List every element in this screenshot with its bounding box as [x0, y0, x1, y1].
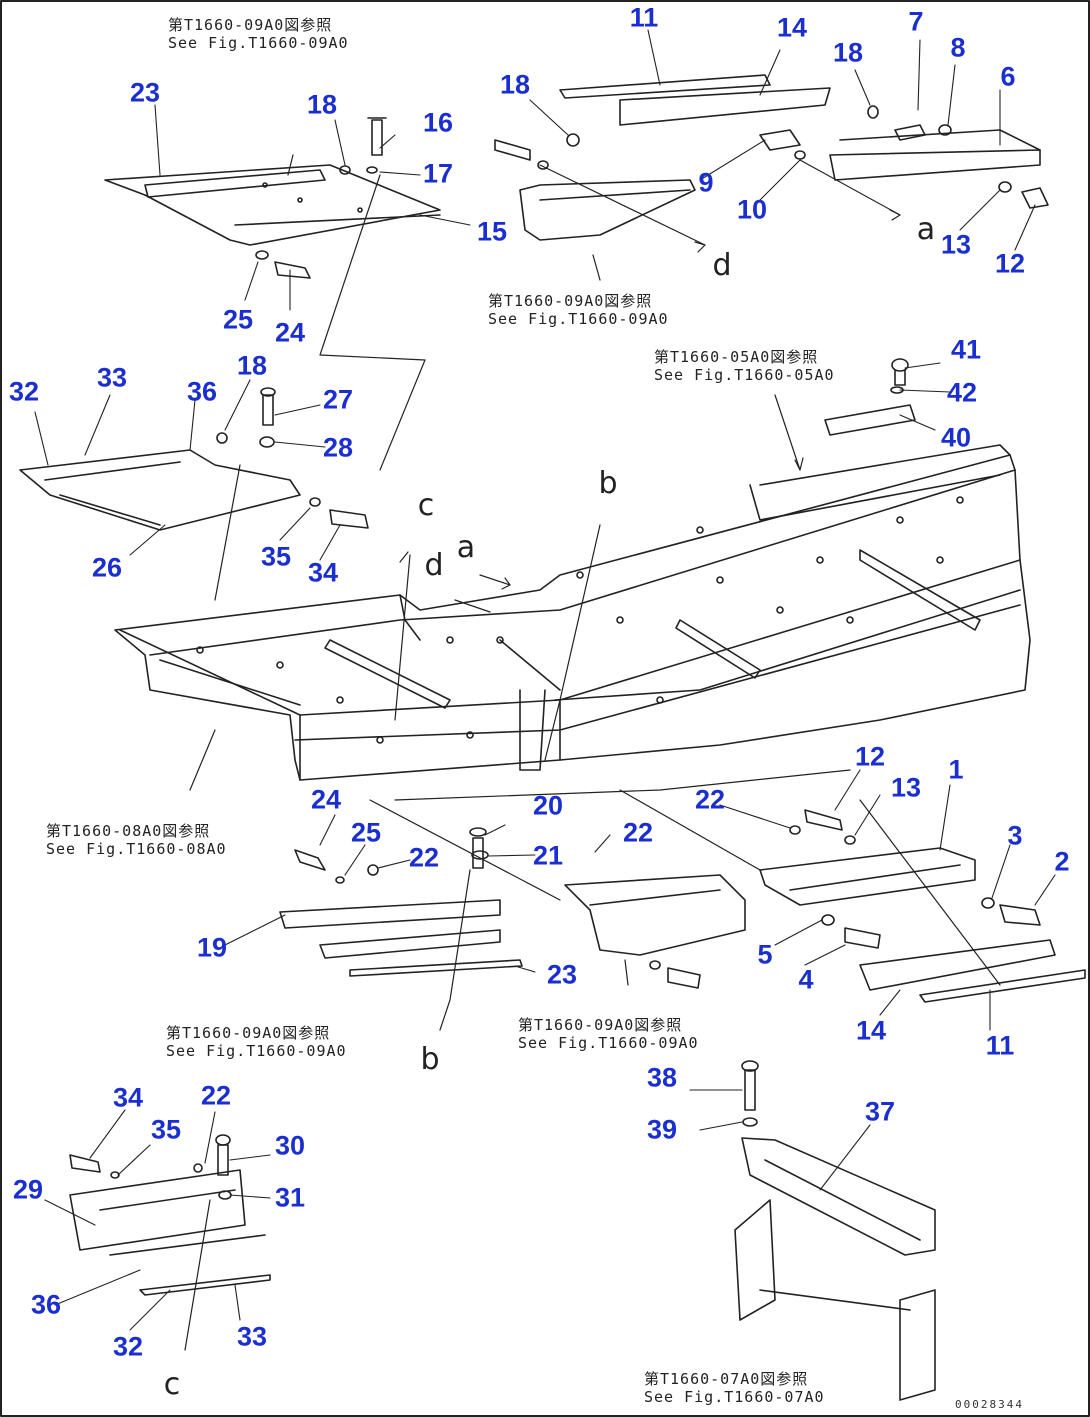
callout-12[interactable]: 12: [854, 741, 886, 772]
right-bottom-bracket: [759, 809, 1086, 1003]
callout-22[interactable]: 22: [622, 817, 654, 848]
callout-12[interactable]: 12: [994, 248, 1026, 279]
connection-letter-b: b: [420, 1042, 440, 1077]
callout-37[interactable]: 37: [864, 1096, 896, 1127]
callout-18[interactable]: 18: [306, 89, 338, 120]
callout-24[interactable]: 24: [274, 317, 306, 348]
callout-8[interactable]: 8: [950, 32, 966, 63]
callout-9[interactable]: 9: [698, 167, 714, 198]
callout-33[interactable]: 33: [236, 1321, 268, 1352]
diagram-code: 00028344: [955, 1398, 1024, 1411]
callout-36[interactable]: 36: [30, 1289, 62, 1320]
callout-25[interactable]: 25: [350, 817, 382, 848]
callout-6[interactable]: 6: [1000, 61, 1016, 92]
callout-5[interactable]: 5: [757, 939, 773, 970]
callout-20[interactable]: 20: [532, 790, 564, 821]
left-cover: [19, 387, 369, 531]
callout-25[interactable]: 25: [222, 304, 254, 335]
callout-22[interactable]: 22: [408, 842, 440, 873]
callout-4[interactable]: 4: [798, 964, 814, 995]
callout-2[interactable]: 2: [1054, 846, 1070, 877]
callout-23[interactable]: 23: [546, 959, 578, 990]
main-frame: [114, 444, 1031, 781]
callout-21[interactable]: 21: [532, 840, 564, 871]
callout-32[interactable]: 32: [112, 1331, 144, 1362]
callout-26[interactable]: 26: [91, 552, 123, 583]
callout-35[interactable]: 35: [150, 1114, 182, 1145]
callout-3[interactable]: 3: [1007, 820, 1023, 851]
top-center-cover: [494, 74, 1049, 241]
callout-17[interactable]: 17: [422, 158, 454, 189]
callout-36[interactable]: 36: [186, 376, 218, 407]
top-right-bracket: [824, 358, 916, 436]
callout-24[interactable]: 24: [310, 784, 342, 815]
callout-18[interactable]: 18: [236, 350, 268, 381]
callout-30[interactable]: 30: [274, 1130, 306, 1161]
callout-18[interactable]: 18: [832, 37, 864, 68]
connection-letter-b: b: [598, 466, 618, 501]
callout-28[interactable]: 28: [322, 432, 354, 463]
callout-32[interactable]: 32: [8, 376, 40, 407]
callout-35[interactable]: 35: [260, 541, 292, 572]
callout-16[interactable]: 16: [422, 107, 454, 138]
callout-15[interactable]: 15: [476, 216, 508, 247]
bottom-left-cover: [69, 1134, 271, 1296]
callout-11[interactable]: 11: [985, 1030, 1015, 1061]
connection-lines: [184, 154, 1001, 1351]
callout-14[interactable]: 14: [855, 1015, 887, 1046]
connection-letter-d: d: [712, 248, 732, 283]
bottom-left-step: [279, 827, 523, 977]
rear-bracket: [734, 1060, 936, 1401]
callout-23[interactable]: 23: [129, 77, 161, 108]
callout-7[interactable]: 7: [908, 6, 924, 37]
callout-19[interactable]: 19: [196, 932, 228, 963]
callout-41[interactable]: 41: [950, 334, 982, 365]
callout-38[interactable]: 38: [646, 1062, 678, 1093]
callout-22[interactable]: 22: [200, 1080, 232, 1111]
leader-lines: [34, 29, 1056, 1331]
bottom-center-cover: [564, 874, 746, 989]
callout-33[interactable]: 33: [96, 362, 128, 393]
callout-34[interactable]: 34: [112, 1082, 144, 1113]
callout-31[interactable]: 31: [274, 1182, 306, 1213]
callout-22[interactable]: 22: [694, 784, 726, 815]
callout-14[interactable]: 14: [776, 12, 808, 43]
callout-13[interactable]: 13: [940, 229, 972, 260]
callout-40[interactable]: 40: [940, 422, 972, 453]
top-left-cover: [104, 117, 441, 279]
callout-18[interactable]: 18: [499, 69, 531, 100]
callout-1[interactable]: 1: [948, 754, 964, 785]
callout-13[interactable]: 13: [890, 772, 922, 803]
connection-letter-a: a: [916, 212, 936, 247]
callout-27[interactable]: 27: [322, 384, 354, 415]
callout-29[interactable]: 29: [12, 1174, 44, 1205]
connection-letter-d: d: [424, 548, 444, 583]
callout-42[interactable]: 42: [946, 377, 978, 408]
callout-10[interactable]: 10: [736, 194, 768, 225]
callout-34[interactable]: 34: [307, 557, 339, 588]
connection-letter-c: c: [163, 1367, 181, 1402]
connection-letter-a: a: [456, 530, 476, 565]
connection-letter-c: c: [417, 488, 435, 523]
callout-39[interactable]: 39: [646, 1114, 678, 1145]
callout-11[interactable]: 11: [629, 2, 659, 33]
